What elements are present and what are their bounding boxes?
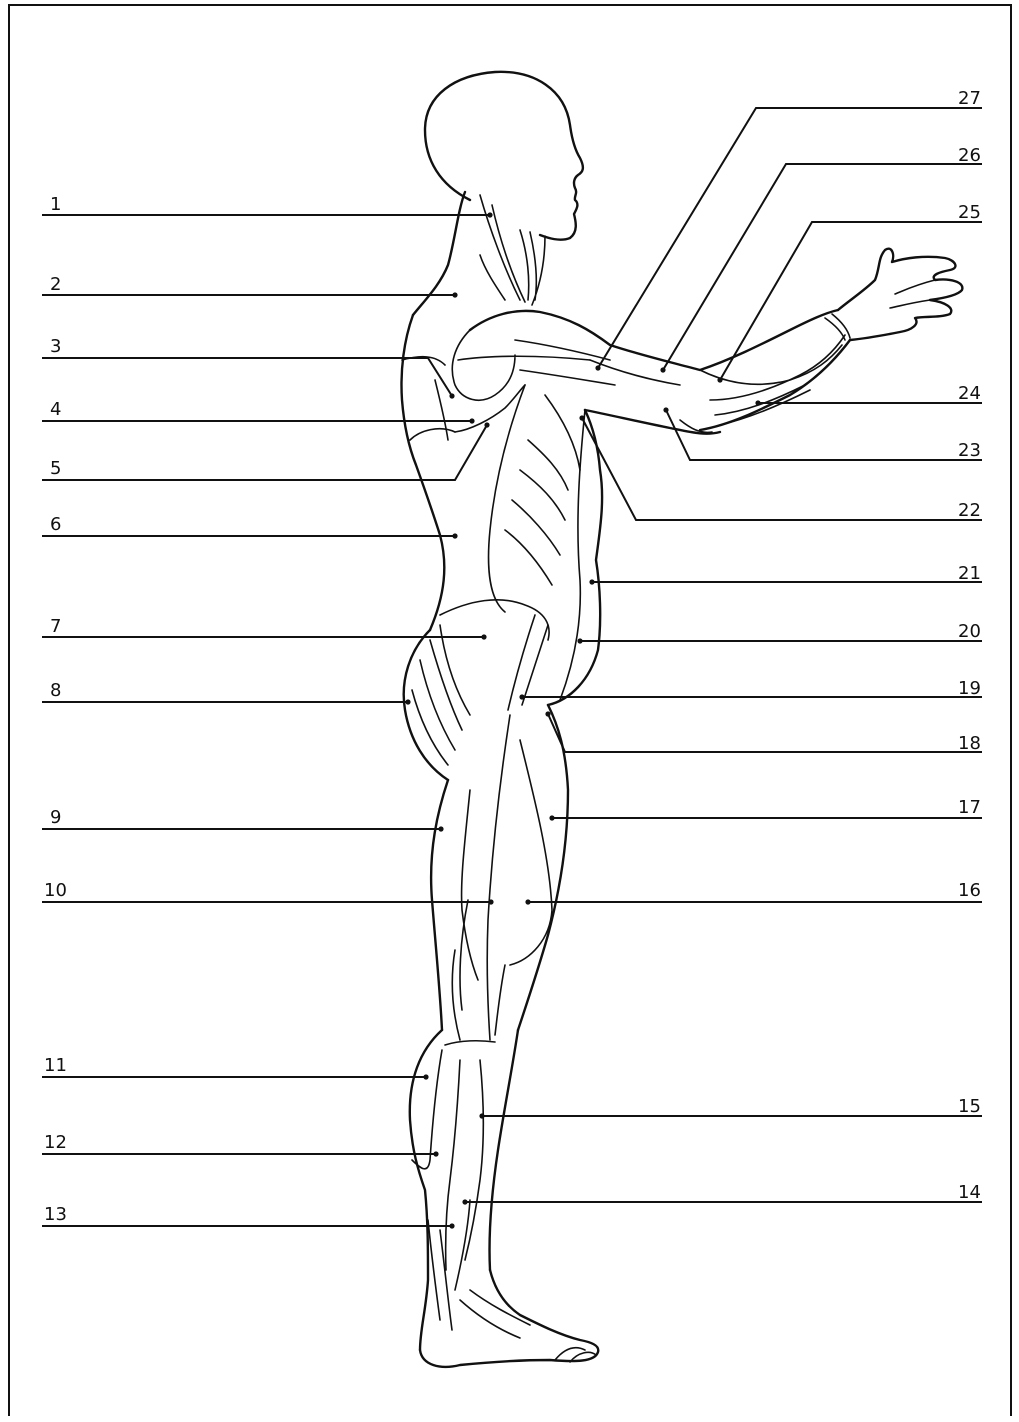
leader-dot-2: [452, 292, 457, 297]
label-20: 20: [958, 621, 981, 642]
label-6: 6: [50, 514, 61, 535]
label-11: 11: [44, 1055, 67, 1076]
leader-dot-26: [660, 367, 665, 372]
leader-dot-15: [479, 1113, 484, 1118]
leader-dot-12: [433, 1151, 438, 1156]
label-24: 24: [958, 383, 981, 404]
leader-dot-13: [449, 1223, 454, 1228]
shin-front: [489, 1030, 518, 1270]
latissimus-edge: [489, 385, 525, 612]
leader-dot-6: [452, 533, 457, 538]
leader-dot-25: [717, 377, 722, 382]
leader-dot-9: [438, 826, 443, 831]
right-labels: 27 26 25 24 23 22 21 20 19 18 17 16 15 1…: [958, 88, 981, 1203]
leader-dot-18: [545, 711, 550, 716]
leader-dot-22: [579, 415, 584, 420]
external-oblique: [560, 410, 585, 700]
back-line: [401, 315, 444, 630]
neck-back: [413, 192, 465, 315]
leader-dot-27: [595, 365, 600, 370]
label-14: 14: [958, 1182, 981, 1203]
forearm-lower-edge: [700, 340, 850, 430]
iliotibial-band: [487, 715, 510, 1040]
label-15: 15: [958, 1096, 981, 1117]
leader-dot-10: [488, 899, 493, 904]
neck-muscles: [480, 195, 545, 305]
label-13: 13: [44, 1204, 67, 1225]
leader-dot-11: [423, 1074, 428, 1079]
leader-dot-5: [484, 422, 489, 427]
leader-line-18: [548, 714, 982, 752]
semitendinosus: [452, 900, 468, 1040]
leader-dot-1: [487, 212, 492, 217]
label-2: 2: [50, 274, 61, 295]
achilles-tendon: [428, 1220, 452, 1330]
label-9: 9: [50, 807, 61, 828]
figure-outline: [401, 72, 962, 1367]
leader-dot-16: [525, 899, 530, 904]
wrist-tendons: [825, 314, 850, 340]
left-labels: 1 2 3 4 5 6 7 8 9 10 11 12 13: [44, 194, 67, 1225]
label-19: 19: [958, 678, 981, 699]
teres-major: [455, 385, 525, 432]
leader-line-26: [663, 164, 982, 370]
leader-dot-3: [449, 393, 454, 398]
leader-dot-24: [755, 400, 760, 405]
label-25: 25: [958, 202, 981, 223]
label-12: 12: [44, 1132, 67, 1153]
label-27: 27: [958, 88, 981, 109]
thigh-front: [518, 705, 568, 1030]
muscle-detail-lines: [402, 195, 850, 1362]
posterior-thigh: [431, 780, 448, 1030]
label-18: 18: [958, 733, 981, 754]
shoulder-top: [470, 310, 838, 370]
leader-dot-17: [549, 815, 554, 820]
label-21: 21: [958, 563, 981, 584]
leader-dot-21: [589, 579, 594, 584]
leader-dot-7: [481, 634, 486, 639]
label-4: 4: [50, 399, 61, 420]
label-17: 17: [958, 797, 981, 818]
biceps-femoris: [462, 790, 478, 980]
leader-dot-19: [519, 694, 524, 699]
forearm-extensors: [710, 335, 845, 425]
leader-dot-4: [469, 418, 474, 423]
leader-dot-14: [462, 1199, 467, 1204]
label-1: 1: [50, 194, 61, 215]
buttock-outline: [404, 630, 448, 780]
label-8: 8: [50, 680, 61, 701]
tibialis-anterior: [465, 1060, 483, 1260]
leader-line-3: [42, 358, 452, 396]
leader-dot-8: [405, 699, 410, 704]
gluteus-maximus-lines: [412, 625, 470, 765]
serratus-lines: [505, 395, 580, 585]
label-7: 7: [50, 616, 61, 637]
label-5: 5: [50, 458, 61, 479]
leader-dot-23: [663, 407, 668, 412]
label-23: 23: [958, 440, 981, 461]
label-22: 22: [958, 500, 981, 521]
trapezius-line: [480, 255, 505, 300]
label-10: 10: [44, 880, 67, 901]
label-26: 26: [958, 145, 981, 166]
label-3: 3: [50, 336, 61, 357]
finger-lines: [890, 280, 935, 308]
infraspinatus: [402, 357, 455, 440]
vastus-lateralis: [510, 740, 552, 965]
abdomen-front: [548, 410, 602, 705]
leader-dot-20: [577, 638, 582, 643]
leader-line-23: [666, 410, 982, 460]
leader-line-22: [582, 418, 982, 520]
hand-outline: [838, 249, 962, 340]
biceps-triceps-lines: [515, 340, 680, 385]
tensor-fascia: [508, 615, 548, 710]
label-16: 16: [958, 880, 981, 901]
